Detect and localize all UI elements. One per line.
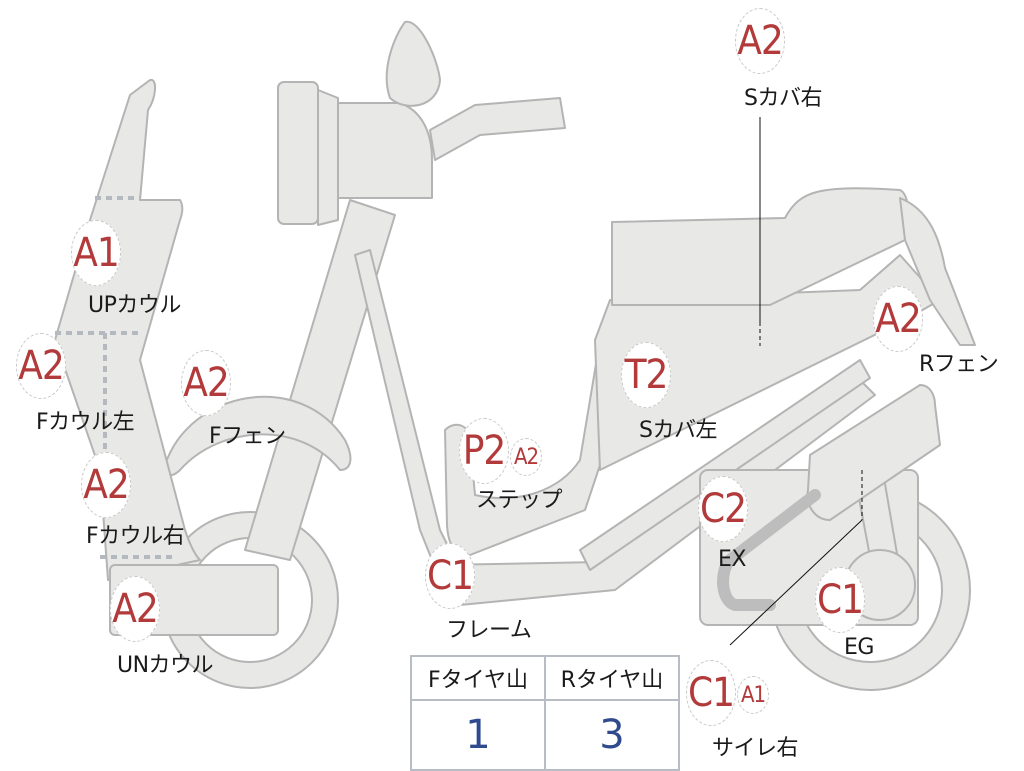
grade-badge-engine: C1 xyxy=(815,567,865,633)
tire-tread-table: Fタイヤ山 Rタイヤ山 1 3 xyxy=(410,655,680,771)
front-cowl xyxy=(54,78,201,581)
part-label-s-cover-left: Sカバ左 xyxy=(639,418,717,443)
part-label-s-cover-right: Sカバ右 xyxy=(744,86,822,111)
grade-badge-frame: C1 xyxy=(425,543,475,609)
front-fender xyxy=(162,395,352,477)
part-label-step: ステップ xyxy=(476,488,563,513)
grade-badge-step: P2 xyxy=(459,418,509,484)
grade-badge-muffler-right-secondary: A1 xyxy=(737,676,769,714)
grade-badge-step-secondary: A2 xyxy=(510,438,542,476)
exhaust-pipe xyxy=(717,489,821,611)
part-label-under-cowl: UNカウル xyxy=(117,653,214,678)
grade-badge-s-cover-right: A2 xyxy=(735,8,785,74)
grade-badge-f-cowl-left: A2 xyxy=(16,333,66,399)
grade-badge-f-fender: A2 xyxy=(181,350,231,416)
part-label-up-cowl: UPカウル xyxy=(88,293,181,318)
part-label-f-fender: Fフェン xyxy=(209,424,286,449)
grade-badge-s-cover-left: T2 xyxy=(621,342,671,408)
part-label-exhaust: EX xyxy=(718,547,746,572)
tire-value-front: 1 xyxy=(410,699,546,771)
grade-badge-under-cowl: A2 xyxy=(110,576,160,642)
grade-badge-f-cowl-right: A2 xyxy=(81,452,131,518)
grade-badge-muffler-right: C1 xyxy=(686,660,736,726)
part-label-frame: フレーム xyxy=(446,618,532,643)
part-label-f-cowl-left: Fカウル左 xyxy=(36,410,135,435)
part-label-f-cowl-right: Fカウル右 xyxy=(86,524,185,549)
grade-badge-up-cowl: A1 xyxy=(71,220,121,286)
tire-header-front: Fタイヤ山 xyxy=(410,655,546,701)
part-label-r-fender: Rフェン xyxy=(919,352,999,377)
steering-column xyxy=(244,199,396,561)
side-cover xyxy=(594,254,941,471)
part-label-engine: EG xyxy=(844,635,874,660)
part-label-muffler-right: サイレ右 xyxy=(712,736,799,761)
grade-badge-exhaust: C2 xyxy=(698,476,748,542)
grade-badge-r-fender: A2 xyxy=(873,286,923,352)
tire-value-rear: 3 xyxy=(544,699,680,771)
mirror xyxy=(385,20,441,107)
tire-header-rear: Rタイヤ山 xyxy=(544,655,680,701)
tail xyxy=(899,197,976,346)
